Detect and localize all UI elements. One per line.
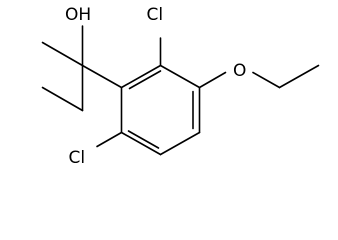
bond-ethyl-ch2-to-ch3	[41, 86, 84, 112]
hydroxyl-label: OH	[65, 5, 91, 25]
aromatic-double-bond-1	[128, 70, 162, 90]
ring-bond-c2-c3	[159, 64, 201, 89]
bottom-chlorine-label: Cl	[69, 148, 86, 168]
bond-ring-to-ether-oxygen	[198, 71, 227, 89]
molecule-canvas: OH Cl Cl O	[41, 5, 320, 168]
bond-ether-oxygen-to-ch2	[252, 71, 281, 89]
bond-ring-to-carbinol	[81, 64, 123, 89]
molecule-structure: OH Cl Cl O	[41, 5, 320, 168]
ring-bond-c1-c2	[120, 64, 162, 89]
bond-carbinol-to-methyl	[41, 41, 84, 67]
ring-bond-c5-c6	[120, 131, 162, 156]
ring-bond-c4-c5	[159, 131, 201, 156]
bond-ring-to-bottom-chlorine	[96, 131, 123, 148]
bond-ethoxy-ch2-to-ch3	[278, 64, 320, 89]
aromatic-double-bond-3	[127, 130, 160, 149]
ether-oxygen-label: O	[233, 61, 246, 81]
top-chlorine-label: Cl	[147, 5, 164, 25]
